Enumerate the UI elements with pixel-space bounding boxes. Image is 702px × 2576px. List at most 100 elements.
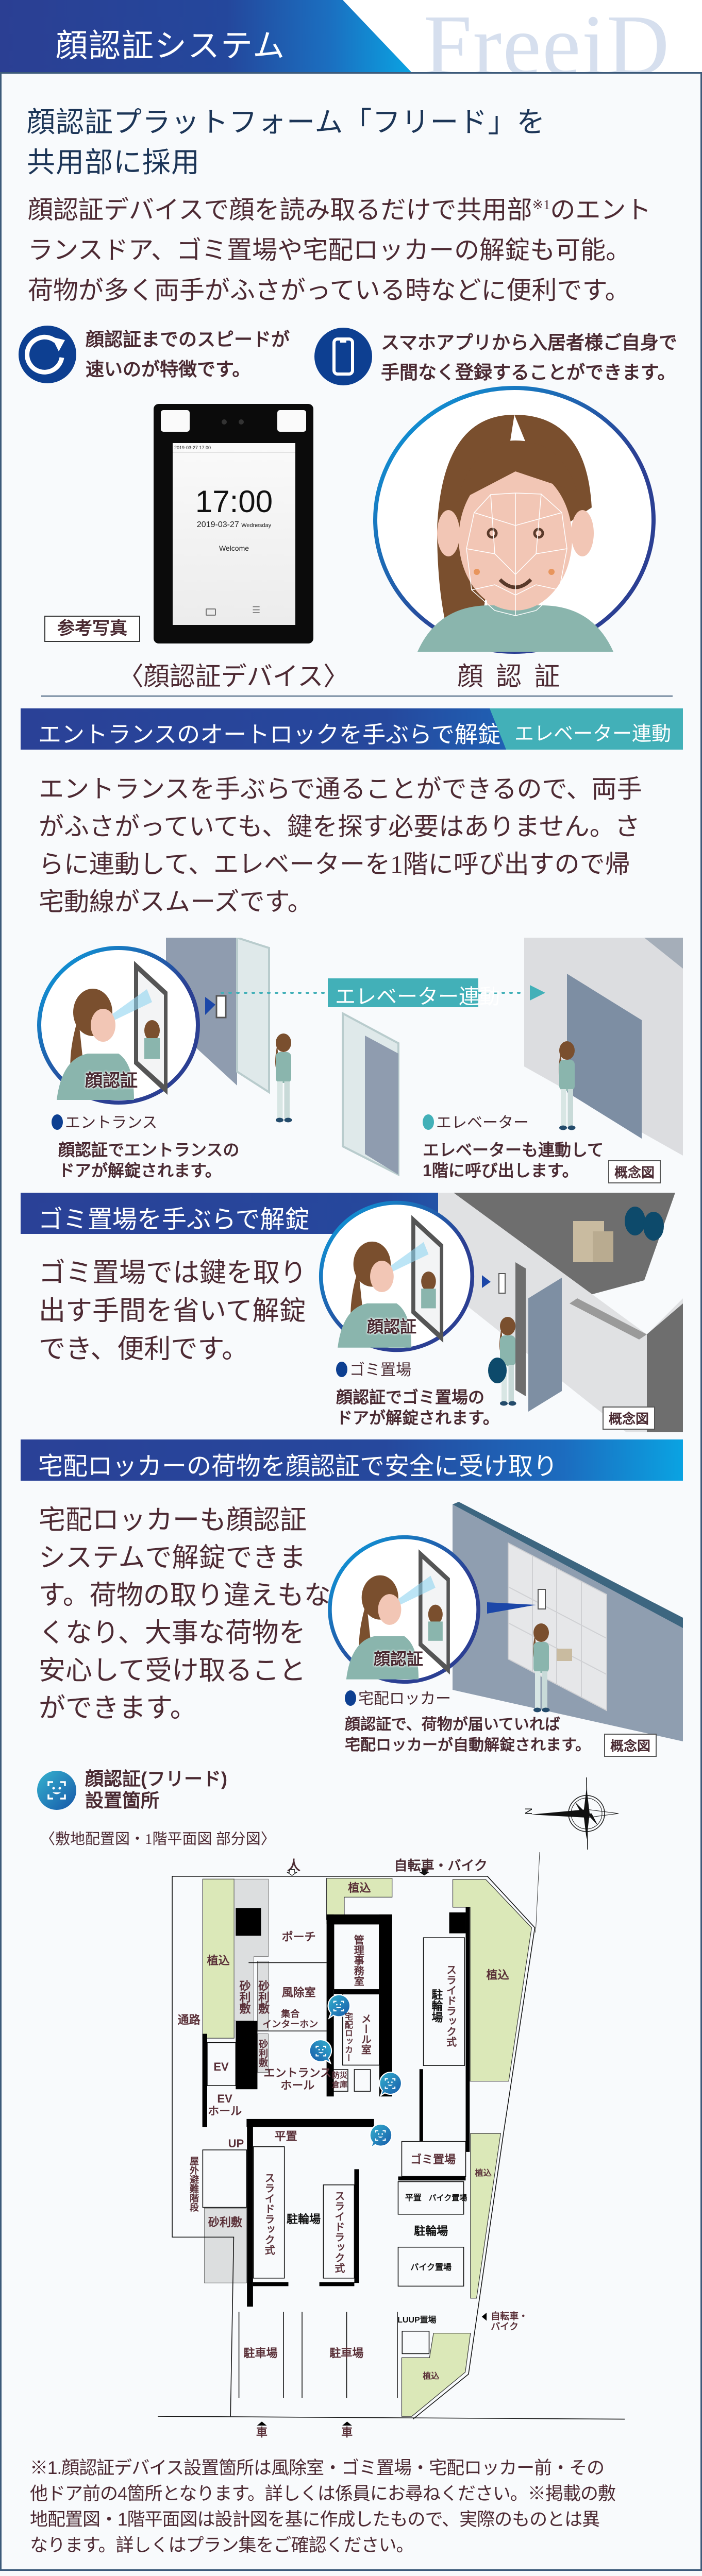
feature-speed-text: 顔認証までのスピードが速いのが特徴です。 bbox=[86, 325, 290, 384]
face-recognition-illustration bbox=[373, 386, 656, 654]
device-caption: 〈顔認証デバイス〉 bbox=[118, 662, 349, 691]
feature-line: スマホアプリから入居者様ご自身で bbox=[381, 332, 677, 353]
plan-label: スライドラック式 bbox=[332, 2191, 344, 2274]
footnote-ref: ※1 bbox=[532, 197, 550, 212]
device-clock: 17:00 bbox=[195, 484, 273, 519]
intro-heading-line-1: 顔認証プラットフォーム「フリード」を bbox=[27, 107, 546, 138]
body-line: ゴミ置場では鍵を取り bbox=[39, 1259, 307, 1288]
plan-label: 車 bbox=[341, 2426, 353, 2439]
elevator-dot bbox=[423, 1114, 434, 1130]
device-status-bar: 2019-03-27 17:00 bbox=[173, 443, 295, 453]
bicycle-entrance-label: 自転車・バイク bbox=[394, 1858, 488, 1874]
body-line: くなり、大事な荷物を bbox=[39, 1619, 306, 1648]
camera-icon bbox=[222, 419, 227, 425]
plan-label: 自転車・ バイク bbox=[491, 2311, 528, 2332]
speed-refresh-icon bbox=[19, 326, 76, 383]
face-device-photo: 2019-03-27 17:00 17:00 2019-03-27 Wednes… bbox=[154, 404, 313, 643]
plan-label: エントランス ホール bbox=[263, 2066, 332, 2092]
device-welcome: Welcome bbox=[219, 544, 249, 552]
face-id-legend-icon bbox=[37, 1771, 76, 1810]
locker-dot bbox=[345, 1690, 356, 1706]
footnote-line: なります。詳しくはプラン集をご確認ください。 bbox=[30, 2535, 414, 2555]
section-garbage-body: ゴミ置場では鍵を取り出す手間を省いて解錠でき、便利です。 bbox=[39, 1255, 307, 1369]
locker-desc: 顔認証で、荷物が届いていれば宅配ロッカーが自動解錠されます。 bbox=[345, 1715, 591, 1756]
garbage-illustration bbox=[309, 1193, 683, 1432]
intro-body-text: 顔認証デバイスで顔を読み取るだけで共用部 bbox=[28, 196, 532, 224]
device-date-text: 2019-03-27 bbox=[196, 520, 239, 529]
body-line: でき、便利です。 bbox=[39, 1335, 249, 1364]
plan-label: 駐車場 bbox=[329, 2347, 364, 2360]
feature-line: 手間なく登録することができます。 bbox=[381, 362, 676, 383]
plan-label: 屋外避難階段 bbox=[189, 2156, 199, 2212]
section-entrance-header: エントランスのオートロックを手ぶらで解錠 エレベーター連動 bbox=[21, 708, 683, 750]
camera-icon bbox=[239, 419, 244, 425]
body-line: らに連動して、エレベーターを1階に呼び出すので帰 bbox=[39, 850, 630, 878]
face-caption: 顔 認 証 bbox=[457, 662, 563, 691]
caption-label: 宅配ロッカー bbox=[358, 1690, 451, 1707]
plan-label: 砂利敷 bbox=[257, 1979, 270, 2014]
body-line: 出す手間を省いて解錠 bbox=[39, 1297, 306, 1326]
reference-photo-tag: 参考写真 bbox=[44, 616, 140, 642]
plan-label: メール室 bbox=[359, 2013, 371, 2055]
plan-label: 植込 bbox=[348, 1882, 371, 1895]
body-line: 安心して受け取ること bbox=[39, 1656, 306, 1686]
intro-body-text: のエント bbox=[550, 196, 651, 224]
plan-label: 植込 bbox=[207, 1954, 230, 1967]
floor-plan bbox=[157, 1852, 625, 2426]
footnote-line: 他ドア前の4箇所となります。詳しくは係員にお尋ねください。※掲載の敷 bbox=[30, 2484, 616, 2504]
desc-line: ドアが解錠されます。 bbox=[336, 1409, 499, 1427]
plan-label: スライドラック式 bbox=[444, 1964, 456, 2047]
device-light bbox=[277, 410, 306, 432]
legend-line: 顔認証(フリード) bbox=[85, 1768, 227, 1789]
plan-label: 平置 bbox=[405, 2193, 422, 2202]
plan-label: 車 bbox=[256, 2426, 268, 2439]
body-line: ができます。 bbox=[39, 1694, 197, 1723]
body-line: システムで解錠できま bbox=[39, 1544, 306, 1573]
concept-diagram-tag: 概念図 bbox=[608, 1160, 661, 1183]
page-header: FreeiD 顔認証システム bbox=[0, 0, 702, 73]
plan-label: UP bbox=[228, 2137, 244, 2150]
intro-heading-line-2: 共用部に採用 bbox=[27, 147, 200, 178]
elevator-link-tag: エレベーター連動 bbox=[490, 708, 683, 750]
tag-label: エレベーター連動 bbox=[514, 723, 672, 745]
device-date: 2019-03-27 Wednesday bbox=[173, 520, 295, 530]
feature-line: 速いのが特徴です。 bbox=[86, 359, 251, 380]
desc-line: 顔認証でゴミ置場の bbox=[336, 1388, 485, 1406]
compass-icon: N bbox=[524, 1777, 619, 1850]
plan-label: 植込 bbox=[423, 2371, 440, 2381]
entrance-desc: 顔認証でエントランスのドアが解錠されます。 bbox=[58, 1140, 239, 1181]
menu-icon: ☰ bbox=[252, 605, 261, 615]
feature-app-text: スマホアプリから入居者様ご自身で手間なく登録することができます。 bbox=[381, 328, 677, 387]
face-auth-badge: 顔認証 bbox=[85, 1071, 138, 1091]
face-auth-badge: 顔認証 bbox=[367, 1317, 417, 1336]
plan-label: 駐輪場 bbox=[430, 1988, 443, 2023]
keyboard-icon bbox=[206, 608, 216, 616]
plan-label: 植込 bbox=[475, 2169, 492, 2178]
garbage-desc: 顔認証でゴミ置場のドアが解錠されます。 bbox=[336, 1387, 499, 1428]
section-locker-header: 宅配ロッカーの荷物を顔認証で安全に受け取り bbox=[21, 1439, 683, 1481]
plan-label: ゴミ置場 bbox=[410, 2153, 456, 2166]
section-locker-body: 宅配ロッカーも顔認証システムで解錠できます。荷物の取り違えもなくなり、大事な荷物… bbox=[39, 1502, 331, 1727]
brand-watermark: FreeiD bbox=[424, 0, 671, 73]
plan-label: スライドラック式 bbox=[263, 2173, 275, 2255]
desc-line: ドアが解錠されます。 bbox=[58, 1161, 222, 1180]
footnote-line: ※1.顔認証デバイス設置箇所は風除室・ゴミ置場・宅配ロッカー前・その bbox=[30, 2458, 605, 2478]
plan-label: バイク置場 bbox=[410, 2263, 452, 2272]
section-entrance-body: エントランスを手ぶらで通ることができるので、両手がふさがっていても、鍵を探す必要… bbox=[39, 770, 642, 921]
feature-line: 顔認証までのスピードが bbox=[86, 329, 290, 350]
desc-line: 1階に呼び出します。 bbox=[423, 1161, 579, 1180]
face-auth-badge: 顔認証 bbox=[374, 1650, 424, 1668]
section-title: 宅配ロッカーの荷物を顔認証で安全に受け取り bbox=[38, 1453, 558, 1480]
caption-label: ゴミ置場 bbox=[349, 1362, 411, 1379]
concept-diagram-tag: 概念図 bbox=[604, 1734, 657, 1757]
divider bbox=[41, 696, 673, 697]
page-title: 顔認証システム bbox=[56, 29, 286, 64]
locker-illustration bbox=[320, 1502, 683, 1741]
device-screen: 2019-03-27 17:00 17:00 2019-03-27 Wednes… bbox=[173, 443, 295, 625]
plan-label: 砂利敷 bbox=[208, 2216, 242, 2229]
elevator-link-label: エレベーター連動 bbox=[335, 985, 500, 1008]
plan-label: 植込 bbox=[486, 1968, 509, 1981]
footnote-line: 地配置図・1階平面図は設計図を基に作成したもので、実際のものとは異 bbox=[30, 2510, 600, 2530]
section-title: ゴミ置場を手ぶらで解錠 bbox=[38, 1206, 310, 1233]
plan-label: 砂利敷 bbox=[258, 2039, 269, 2067]
